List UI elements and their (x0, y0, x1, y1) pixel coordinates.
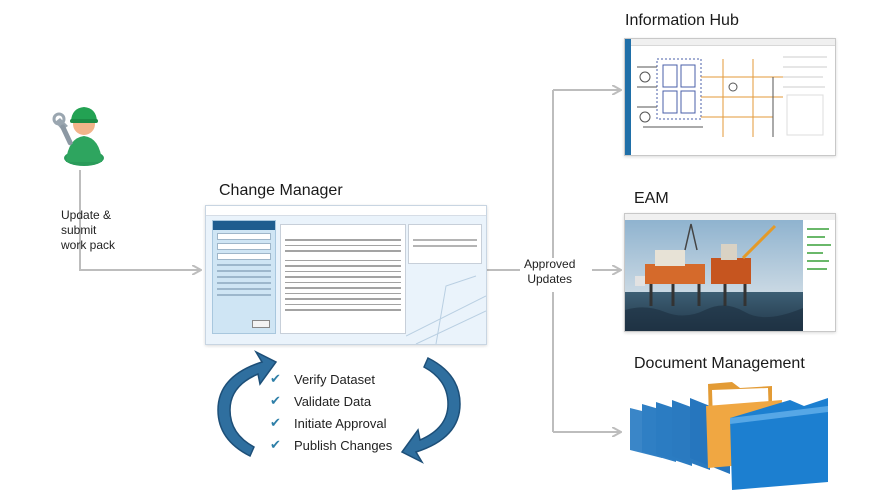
check-icon: ✔ (270, 371, 281, 386)
change-manager-title: Change Manager (219, 182, 343, 199)
cm-background-sketch (406, 275, 486, 344)
checklist-item-label: Publish Changes (294, 437, 393, 453)
cm-login-header (213, 221, 275, 230)
check-icon: ✔ (270, 437, 281, 452)
eam-screenshot (624, 213, 836, 332)
cm-signin-button (252, 320, 270, 328)
checklist-item-label: Verify Dataset (294, 371, 375, 387)
offshore-platform-image (625, 214, 835, 331)
check-icon: ✔ (270, 415, 281, 430)
change-manager-screenshot (205, 205, 487, 345)
arrow-worker-to-change-manager (79, 170, 200, 270)
checklist-item: ✔ Validate Data (270, 390, 392, 412)
check-icon: ✔ (270, 393, 281, 408)
checklist-item: ✔ Publish Changes (270, 434, 392, 456)
cm-domain-field (217, 253, 271, 260)
folders-icon (630, 382, 828, 490)
checklist-item: ✔ Verify Dataset (270, 368, 392, 390)
maintenance-worker-icon (52, 107, 104, 166)
cm-info-panel (280, 224, 406, 334)
checklist-item-label: Validate Data (294, 393, 372, 409)
cm-username-field (217, 233, 271, 240)
update-submit-label: Update & submit work pack (61, 208, 116, 252)
cm-login-panel (212, 220, 276, 334)
information-hub-title: Information Hub (625, 12, 739, 29)
checklist-item-label: Initiate Approval (294, 415, 387, 431)
process-checklist: ✔ Verify Dataset ✔ Validate Data ✔ Initi… (270, 368, 392, 456)
checklist-item: ✔ Initiate Approval (270, 412, 392, 434)
document-management-title: Document Management (634, 355, 805, 372)
hub-pid-diagram (637, 56, 827, 137)
cm-header-bar (206, 206, 486, 216)
eam-title: EAM (634, 190, 669, 207)
cycle-arrows-icon (217, 350, 461, 464)
approved-updates-label: Approved Updates (524, 257, 576, 286)
information-hub-screenshot (624, 38, 836, 156)
cm-password-field (217, 243, 271, 250)
cm-request-access-panel (408, 224, 482, 264)
